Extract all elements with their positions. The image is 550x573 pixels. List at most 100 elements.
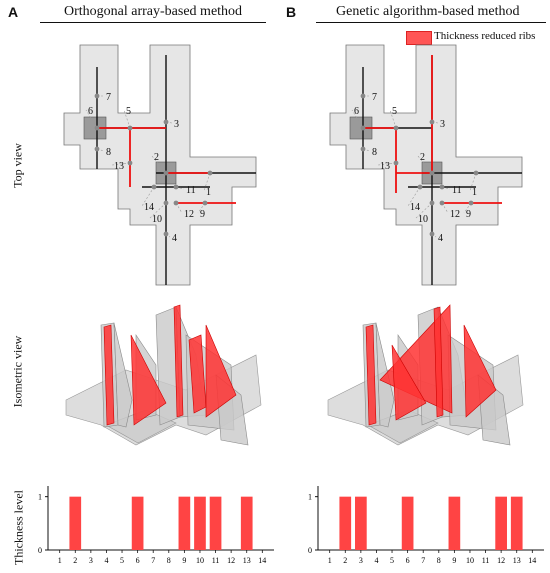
rib-label: 5 [126,106,131,117]
rib-node [429,170,435,176]
rib-node [207,170,213,176]
iso-floor-slab [105,409,177,444]
rib-node [202,200,208,206]
rib-node [94,125,100,131]
x-tick-label: 9 [182,556,186,565]
x-tick-label: 2 [73,556,77,565]
panel-b-letter: B [286,4,297,20]
bar-rib-11 [209,496,222,550]
rib-node [468,200,474,206]
rib-label: 11 [186,185,196,196]
x-tick-label: 6 [136,556,140,565]
rib-node [360,93,366,99]
x-tick-label: 4 [104,556,108,565]
rib-label: 2 [420,152,425,163]
rib-label: 13 [114,161,124,172]
x-tick-label: 10 [196,556,204,565]
panel-a-letter: A [8,4,19,20]
x-tick-label: 4 [374,556,378,565]
bar-rib-13 [510,496,523,550]
x-tick-label: 7 [151,556,155,565]
rib-node [173,184,179,190]
row-label-thickness-level: Thickness level [11,490,26,565]
bar-rib-9 [448,496,461,550]
rib-label: 11 [452,185,462,196]
rib-label: 14 [144,202,154,213]
bar-rib-2 [339,496,352,550]
rib-node [393,125,399,131]
leader-line [85,109,98,129]
rib-label: 2 [154,152,159,163]
rib-label: 1 [206,187,211,198]
x-tick-label: 9 [452,556,456,565]
rib-label: 12 [450,209,460,220]
rib-label: 3 [440,119,445,130]
rib-node [360,146,366,152]
rib-label: 13 [380,161,390,172]
rib-label: 14 [410,202,420,213]
rib-node [429,200,435,206]
rib-label: 9 [466,209,471,220]
x-tick-label: 3 [89,556,93,565]
bar-rib-13 [240,496,253,550]
leader-line [389,109,397,129]
rib-label: 4 [438,233,443,244]
rib-node [417,184,423,190]
rib-node [151,184,157,190]
rib-node [163,200,169,206]
rib-node [163,170,169,176]
row-label-top-view: Top view [10,143,25,188]
x-tick-label: 11 [482,556,490,565]
rib-node [94,146,100,152]
rib-label: 1 [472,187,477,198]
bar-rib-12 [495,496,507,550]
x-tick-label: 8 [167,556,171,565]
panel-b-title-rule [316,22,546,23]
x-tick-label: 12 [227,556,235,565]
rib-label: 8 [372,147,377,158]
x-tick-label: 14 [258,556,266,565]
rib-label: 6 [88,106,93,117]
rib-label: 8 [106,147,111,158]
rib-node [439,200,445,206]
iso-reduced-rib [463,324,497,418]
rib-label: 10 [152,214,162,225]
rib-label: 10 [418,214,428,225]
panel-b-title: Genetic algorithm-based method [336,4,520,19]
isometric-view-b [327,304,524,446]
x-tick-label: 7 [421,556,425,565]
rib-node [163,119,169,125]
rib-node [127,125,133,131]
bar-rib-10 [194,496,206,550]
leader-line [351,109,364,129]
rib-label: 4 [172,233,177,244]
rib-node [473,170,479,176]
rib-label: 12 [184,209,194,220]
iso-reduced-rib [391,344,427,421]
x-tick-label: 12 [497,556,505,565]
iso-reduced-rib [433,306,444,418]
x-tick-label: 10 [466,556,474,565]
iso-reduced-rib [103,324,115,426]
rib-node [94,93,100,99]
rib-node [439,184,445,190]
x-tick-label: 11 [212,556,220,565]
bar-rib-2 [69,496,82,550]
rib-label: 9 [200,209,205,220]
rib-label: 7 [372,92,377,103]
iso-reduced-rib [205,324,237,418]
bar-rib-9 [178,496,191,550]
leader-line [377,162,397,166]
y-tick-label: 1 [308,493,312,502]
legend-swatch [406,31,432,45]
x-tick-label: 6 [406,556,410,565]
leader-line [123,109,131,129]
iso-reduced-rib [173,304,184,418]
x-tick-label: 14 [528,556,536,565]
leader-line [111,162,131,166]
y-tick-label: 0 [38,546,42,555]
